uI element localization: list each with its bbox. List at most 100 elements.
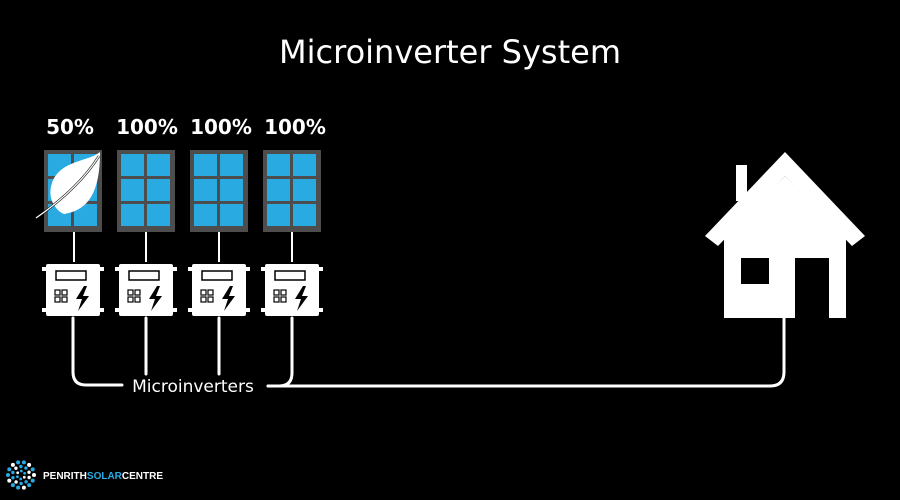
- panel-cell: [147, 204, 170, 226]
- panel-cell: [220, 179, 243, 201]
- inverter-button: [280, 296, 287, 303]
- logo-dot: [14, 480, 18, 484]
- logo-dot: [16, 460, 21, 465]
- panel-cell: [121, 154, 144, 176]
- logo-dot: [22, 475, 26, 479]
- panel-cell: [74, 204, 97, 226]
- logo-dot: [19, 481, 23, 486]
- panel-cell: [121, 204, 144, 226]
- inverter-body: [46, 264, 100, 316]
- logo-text-solar: SOLAR: [87, 471, 123, 482]
- logo-dot: [14, 466, 18, 470]
- leaf-icon: [35, 152, 101, 219]
- logo-dot: [6, 473, 10, 477]
- mount-tab: [100, 267, 104, 271]
- mount-tab: [188, 308, 192, 312]
- inverter-button: [273, 296, 280, 303]
- inverter-display: [55, 270, 87, 281]
- panel-cell: [293, 204, 316, 226]
- mount-tab: [115, 308, 119, 312]
- inverter-body: [265, 264, 319, 316]
- mount-tab: [246, 267, 250, 271]
- logo-dot: [32, 473, 36, 477]
- panel-cell: [293, 179, 316, 201]
- logo-dot: [19, 477, 23, 481]
- logo-dot: [7, 467, 12, 472]
- panel-2-output: 100%: [116, 115, 178, 139]
- mount-tab: [115, 267, 119, 271]
- logo-text-centre: CENTRE: [122, 471, 163, 482]
- inverter-display: [274, 270, 306, 281]
- logo-dot: [23, 471, 27, 475]
- logo-dot: [7, 478, 12, 483]
- logo-dot: [16, 471, 20, 475]
- logo-dot: [19, 464, 23, 469]
- logo-dot: [11, 476, 15, 480]
- logo-dot: [24, 466, 28, 470]
- panel-cell: [147, 179, 170, 201]
- panel-cell: [147, 154, 170, 176]
- inverter-button: [61, 289, 68, 296]
- panel-cell: [293, 154, 316, 176]
- logo-dot: [27, 475, 31, 480]
- inverter-display: [128, 270, 160, 281]
- inverter-button: [54, 289, 61, 296]
- solar-panel-4: [263, 150, 321, 232]
- lightning-icon: [149, 286, 162, 311]
- solar-panel-3: [190, 150, 248, 232]
- inverter-button: [200, 289, 207, 296]
- wire-to-house: [266, 316, 786, 388]
- inverter-button: [54, 296, 61, 303]
- penrith-solar-centre-logo: PENRITHSOLARCENTRE: [6, 460, 163, 490]
- logo-dot: [27, 462, 32, 467]
- mount-tab: [42, 308, 46, 312]
- inverter-body: [119, 264, 173, 316]
- microinverter-1: [42, 264, 104, 316]
- microinverters: [42, 264, 323, 316]
- inverter-button: [207, 289, 214, 296]
- inverter-display: [201, 270, 233, 281]
- logo-dot: [15, 475, 19, 479]
- wire-left-branch: [71, 316, 124, 387]
- lightning-icon: [76, 286, 89, 311]
- inverter-button: [127, 296, 134, 303]
- logo-dot: [27, 483, 32, 488]
- microinverter-3: [188, 264, 250, 316]
- logo-dot: [10, 462, 15, 467]
- lightning-icon: [222, 286, 235, 311]
- mount-tab: [173, 308, 177, 312]
- microinverter-2: [115, 264, 177, 316]
- mount-tab: [173, 267, 177, 271]
- panel-cell: [220, 154, 243, 176]
- svg-text:PENRITHSOLARCENTRE: PENRITHSOLARCENTRE: [43, 471, 163, 482]
- inverter-body: [192, 264, 246, 316]
- mount-tab: [319, 267, 323, 271]
- logo-dot: [27, 470, 31, 474]
- house-icon: [705, 152, 865, 318]
- mount-tab: [42, 267, 46, 271]
- panel-cell: [267, 179, 290, 201]
- microinverters-label: Microinverters: [132, 377, 254, 397]
- panel-cell: [194, 154, 217, 176]
- logo-text-penrith: PENRITH: [43, 471, 87, 482]
- panel-cell: [121, 179, 144, 201]
- logo-dot: [11, 470, 15, 475]
- mount-tab: [188, 267, 192, 271]
- panel-cell: [194, 204, 217, 226]
- inverter-button: [134, 289, 141, 296]
- logo-dot: [16, 485, 21, 490]
- inverter-button: [127, 289, 134, 296]
- panel-1-output: 50%: [46, 115, 94, 139]
- panel-cell: [267, 204, 290, 226]
- inverter-button: [134, 296, 141, 303]
- output-wiring: [71, 316, 786, 388]
- logo-sun-mark: [6, 460, 36, 490]
- solar-panel-2: [117, 150, 175, 232]
- mount-tab: [319, 308, 323, 312]
- panel-cell: [220, 204, 243, 226]
- panel-4-output: 100%: [264, 115, 326, 139]
- logo-dot: [21, 485, 26, 490]
- inverter-button: [61, 296, 68, 303]
- inverter-button: [207, 296, 214, 303]
